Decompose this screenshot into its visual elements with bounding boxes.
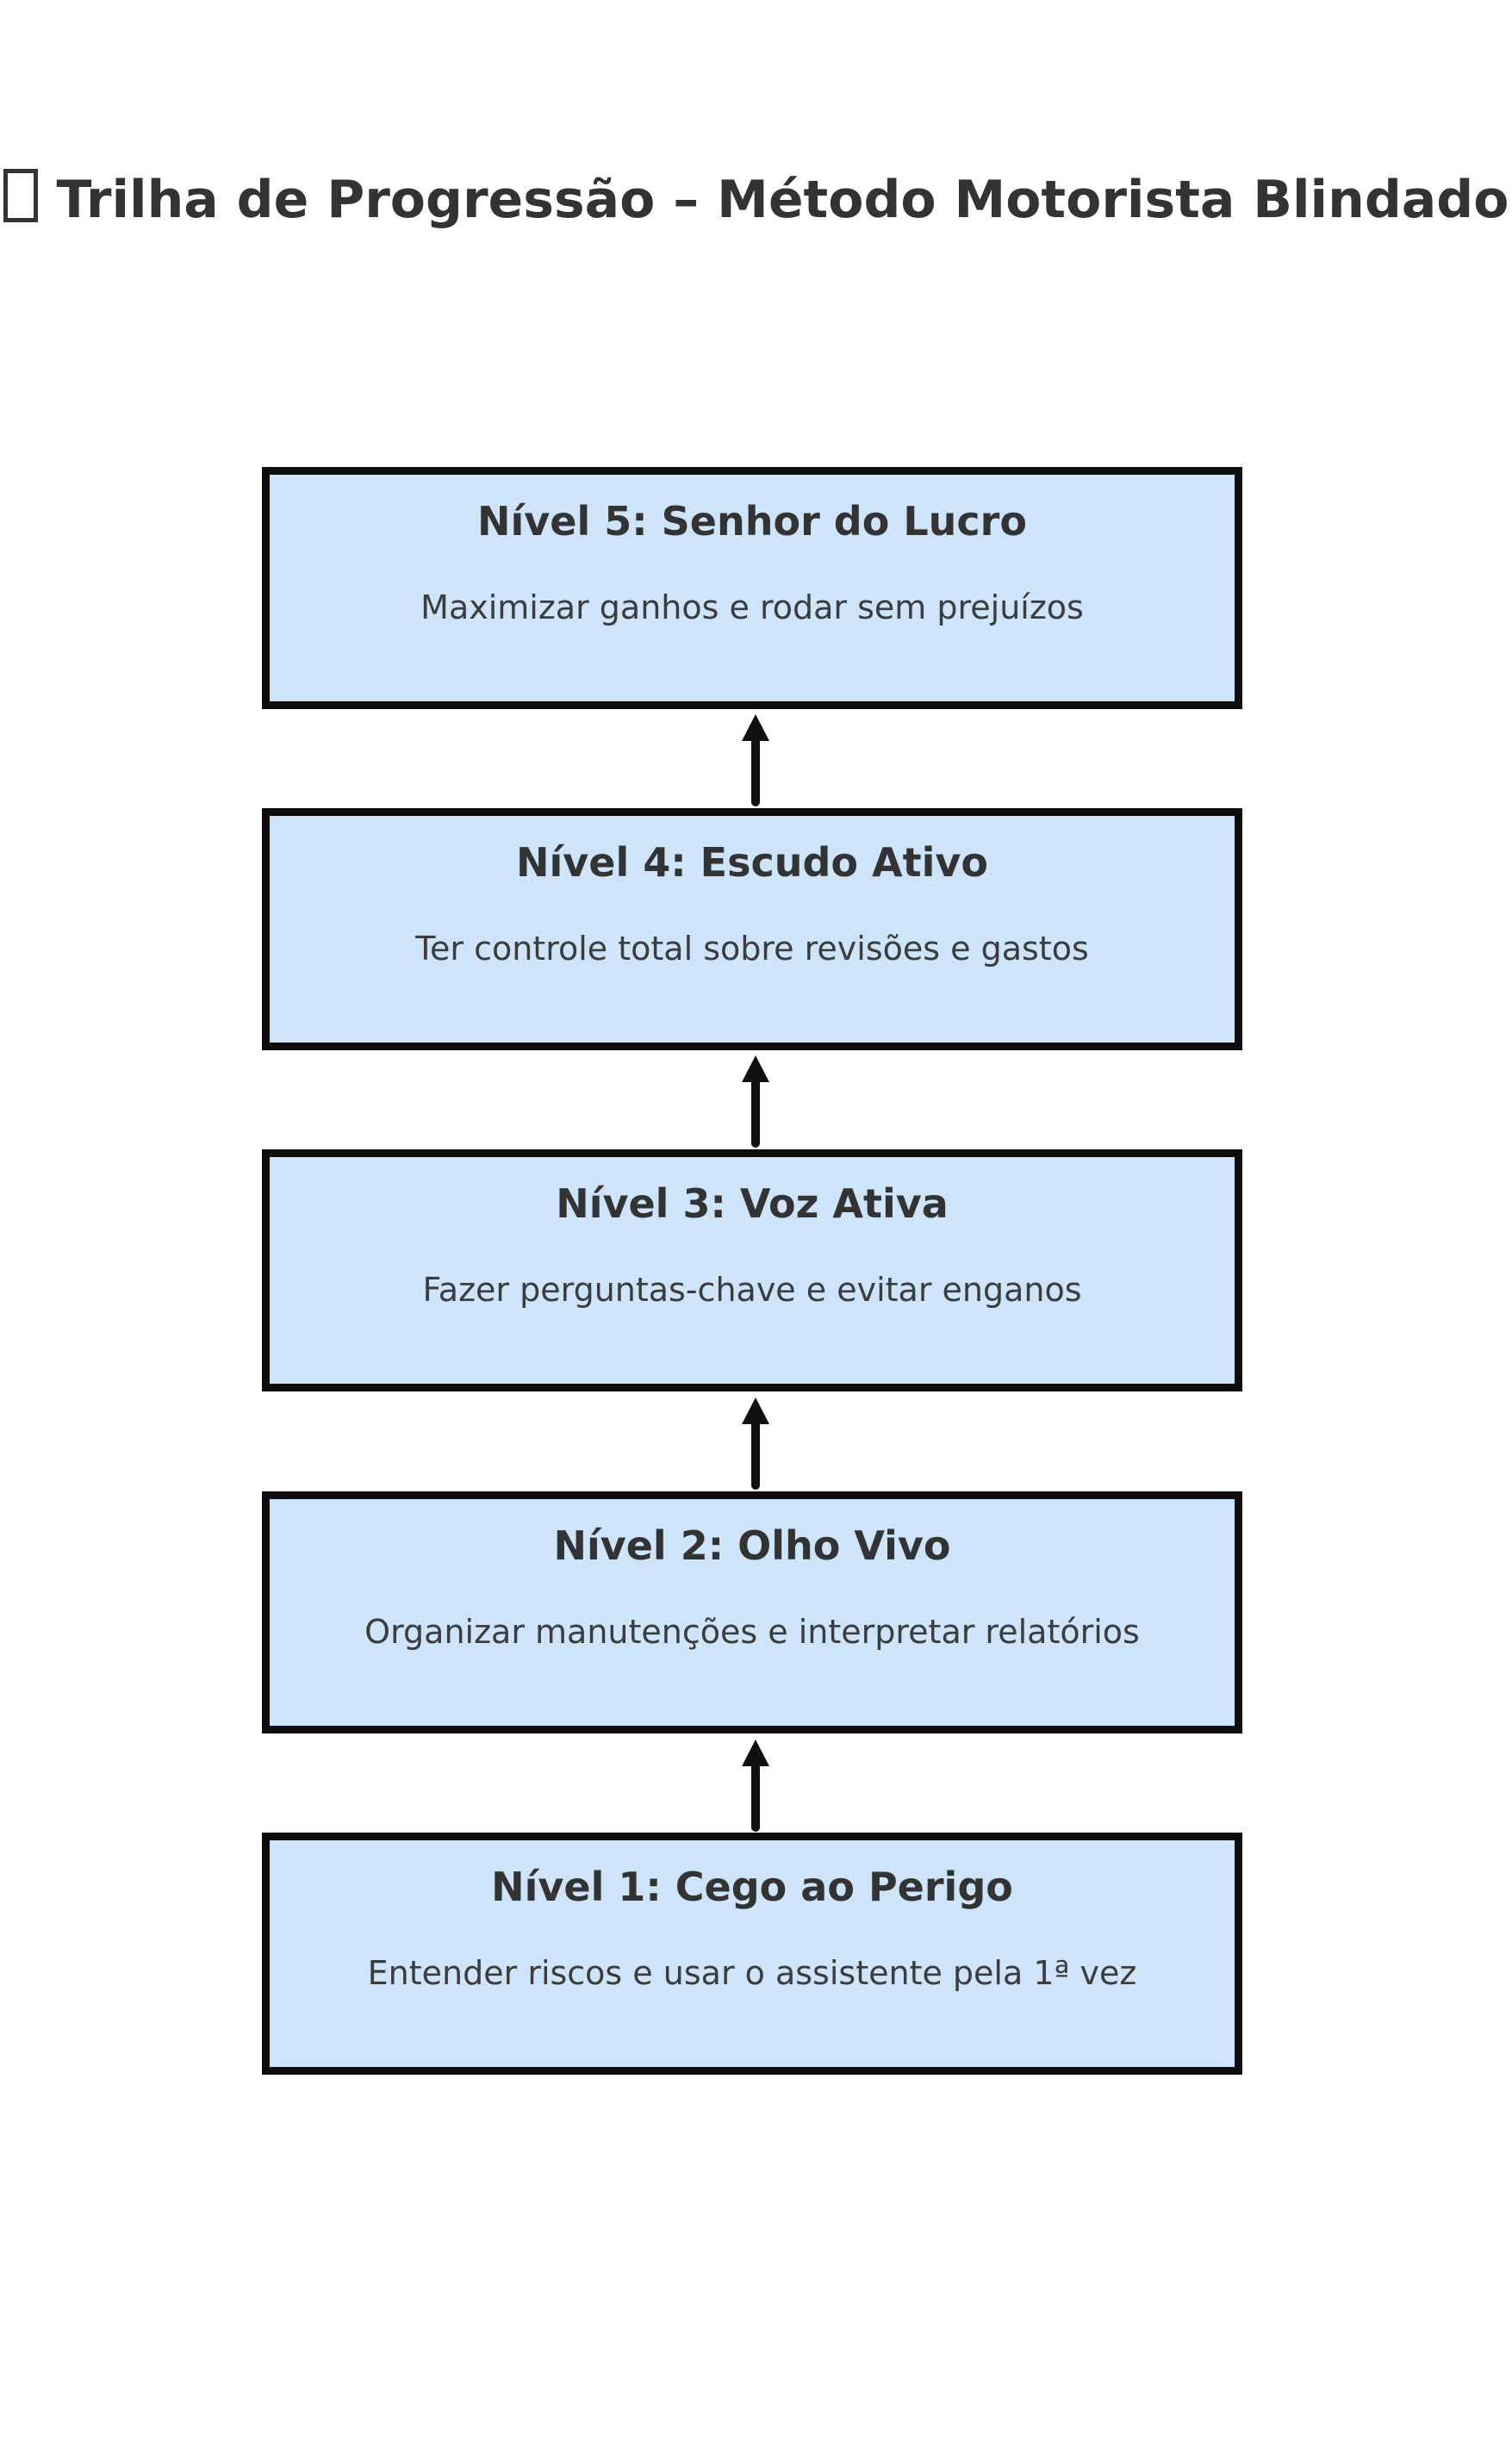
arrow-shaft <box>751 1420 760 1490</box>
level-box-nivel-1: Nível 1: Cego ao Perigo Entender riscos … <box>262 1833 1242 2075</box>
up-arrow-icon <box>742 714 770 806</box>
level-box-nivel-3: Nível 3: Voz Ativa Fazer perguntas-chave… <box>262 1149 1242 1391</box>
level-box-nivel-4: Nível 4: Escudo Ativo Ter controle total… <box>262 808 1242 1050</box>
level-description: Fazer perguntas-chave e evitar enganos <box>422 1271 1082 1309</box>
level-box-nivel-2: Nível 2: Olho Vivo Organizar manutenções… <box>262 1491 1242 1734</box>
arrow-shaft <box>751 737 760 806</box>
up-arrow-icon <box>742 1055 770 1148</box>
level-heading: Nível 1: Cego ao Perigo <box>491 1864 1013 1910</box>
level-description: Entender riscos e usar o assistente pela… <box>367 1954 1137 1992</box>
level-description: Maximizar ganhos e rodar sem prejuízos <box>420 588 1084 626</box>
page-title: Trilha de Progressão – Método Motorista … <box>0 164 1512 232</box>
up-arrow-icon <box>742 1740 770 1832</box>
arrowhead <box>742 1055 769 1082</box>
level-heading: Nível 3: Voz Ativa <box>556 1180 949 1227</box>
level-heading: Nível 4: Escudo Ativo <box>516 839 988 886</box>
missing-glyph-icon <box>3 169 38 222</box>
level-description: Ter controle total sobre revisões e gast… <box>415 930 1089 968</box>
arrowhead <box>742 1397 769 1424</box>
arrow-shaft <box>751 1762 760 1832</box>
page-title-text: Trilha de Progressão – Método Motorista … <box>56 170 1509 230</box>
level-heading: Nível 5: Senhor do Lucro <box>477 498 1027 545</box>
arrowhead <box>742 1740 769 1766</box>
up-arrow-icon <box>742 1397 770 1490</box>
arrowhead <box>742 714 769 741</box>
level-heading: Nível 2: Olho Vivo <box>553 1522 951 1569</box>
level-box-nivel-5: Nível 5: Senhor do Lucro Maximizar ganho… <box>262 467 1242 709</box>
level-description: Organizar manutenções e interpretar rela… <box>364 1613 1140 1651</box>
arrow-shaft <box>751 1078 760 1148</box>
